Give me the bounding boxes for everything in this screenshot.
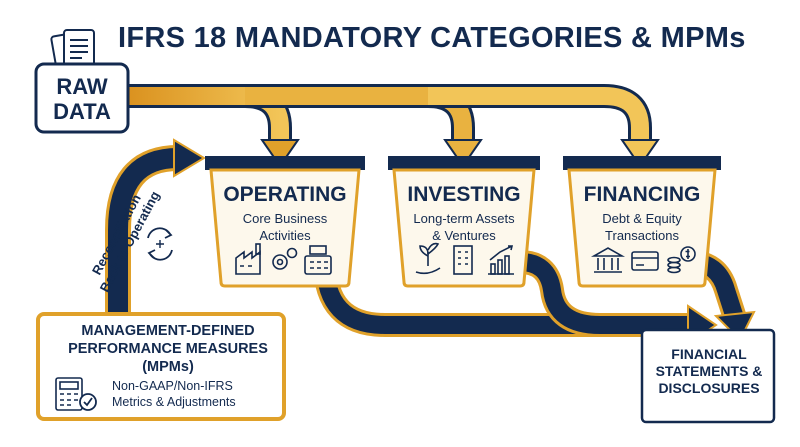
page-title: IFRS 18 MANDATORY CATEGORIES & MPMs — [118, 22, 746, 54]
bucket-investing — [388, 156, 540, 288]
bucket-sub-financing: Debt & Equity Transactions — [563, 210, 721, 244]
mpm-title-line1: MANAGEMENT-DEFINED — [81, 323, 255, 339]
bucket-financing — [563, 156, 721, 288]
bank-icon — [590, 247, 626, 273]
checkmark-icon — [79, 393, 97, 411]
bucket-sub-line1: Long-term Assets — [413, 211, 515, 226]
bucket-sub-line1: Debt & Equity — [602, 211, 682, 226]
bucket-title-operating: OPERATING — [223, 183, 347, 206]
mpm-sub-line2: Metrics & Adjustments — [112, 395, 236, 409]
reconciliation-arrow — [105, 138, 206, 316]
raw-data-line2: DATA — [53, 99, 111, 124]
bucket-sub-line1: Core Business — [242, 211, 328, 226]
mpm-box — [36, 312, 286, 421]
gears-icon — [272, 247, 298, 270]
cash-register-icon — [304, 245, 332, 275]
bucket-title-investing: INVESTING — [407, 183, 521, 206]
bucket-sub-line2: & Ventures — [432, 228, 496, 243]
financial-statements-line1: FINANCIAL — [671, 346, 747, 362]
bucket-sub-investing: Long-term Assets & Ventures — [388, 210, 540, 244]
mpm-title: MANAGEMENT-DEFINED PERFORMANCE MEASURES … — [48, 322, 288, 376]
raw-data-gold-flow — [120, 84, 660, 168]
cycle-icon — [147, 227, 173, 261]
financial-statements-line2: STATEMENTS & — [655, 363, 763, 379]
raw-data-label: RAW DATA — [40, 74, 124, 124]
financial-statements-label: FINANCIAL STATEMENTS & DISCLOSURES — [646, 346, 772, 397]
financial-statements-box — [640, 328, 776, 424]
bucket-title-financing: FINANCING — [583, 183, 701, 206]
financial-statements-line3: DISCLOSURES — [658, 380, 760, 396]
mpm-sub-line1: Non-GAAP/Non-IFRS — [112, 379, 233, 393]
coins-icon — [667, 246, 696, 274]
bucket-sub-operating: Core Business Activities — [205, 210, 365, 244]
credit-card-icon — [631, 251, 659, 271]
raw-data-line1: RAW — [56, 74, 108, 99]
bucket-sub-line2: Transactions — [605, 228, 679, 243]
mpm-subtitle: Non-GAAP/Non-IFRS Metrics & Adjustments — [112, 378, 272, 410]
mpm-title-line2: PERFORMANCE MEASURES — [68, 341, 268, 357]
mpm-title-line3: (MPMs) — [142, 359, 194, 375]
factory-icon — [235, 243, 261, 275]
building-icon — [453, 245, 473, 275]
calculator-icon — [55, 377, 83, 411]
raw-data-box — [34, 62, 130, 134]
plant-hand-icon — [415, 242, 441, 275]
bucket-sub-line2: Activities — [259, 228, 311, 243]
growth-chart-icon — [488, 245, 514, 275]
bucket-operating — [205, 156, 365, 288]
